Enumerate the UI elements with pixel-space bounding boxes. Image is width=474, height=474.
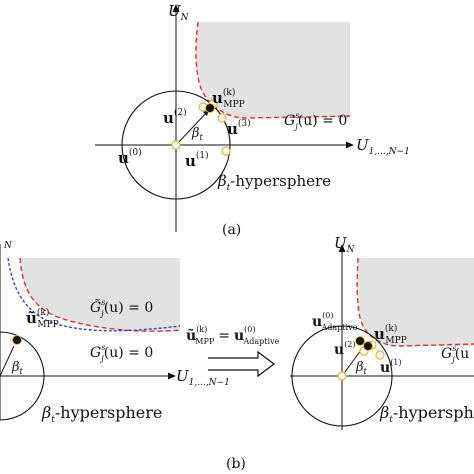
panel-b-left <box>0 244 180 421</box>
limit-state-curve-a <box>195 21 351 119</box>
beta-radius-b-left <box>0 345 15 377</box>
limit-state-curve-b-right <box>356 257 474 347</box>
x-axis-label-a: U1,...,N−1 <box>356 136 410 157</box>
label-u2-b-right: u(2) <box>334 340 356 358</box>
sample-point-u3-a <box>217 113 227 123</box>
limit-state-curve-b-left <box>19 257 180 332</box>
hypersphere-circle-b-left <box>0 331 45 421</box>
label-u0-a: u(0) <box>118 147 142 167</box>
label-hypersphere-b-right: βt-hypersph <box>379 403 474 425</box>
label-mpp-a: u(k)MPP <box>212 87 245 110</box>
failure-region-a <box>195 22 350 119</box>
hypersphere-circle-b-right <box>291 325 393 427</box>
panel-a: UN U1,...,N−1 u(0) u(1) u(2) u(3) u(k)MP… <box>95 2 410 238</box>
y-axis-label-a: UN <box>168 2 190 23</box>
sample-point-u1-a <box>221 146 231 156</box>
label-u3-a: u(3) <box>227 118 251 138</box>
label-mpp-b-right: u(k)MPP <box>374 323 407 346</box>
label-hypersphere-a: βt-hypersphere <box>217 172 331 193</box>
y-axis-arrow-a <box>172 4 180 12</box>
update-double-arrow <box>208 350 275 378</box>
hypersphere-circle-a <box>121 90 231 200</box>
x-axis-label-b-left: U1,...,N−1 <box>176 367 230 388</box>
mpp-point-b-left <box>12 335 22 345</box>
caption-b: (b) <box>226 456 246 472</box>
surrogate-curve-b-left <box>7 257 180 332</box>
panel-b-right <box>290 244 474 430</box>
adaptive-point-b-right <box>355 336 365 346</box>
label-beta-b-right: βt <box>355 360 368 376</box>
failure-region-b-left <box>20 258 180 332</box>
label-mpp-b-left: ũ(k)MPP <box>26 307 59 330</box>
y-axis-arrow-b-right <box>338 244 346 252</box>
label-hypersphere-b-left: βt-hypersphere <box>41 403 162 425</box>
label-u2-a: u(2) <box>163 107 187 127</box>
label-adaptive-b-right: u(0)Adaptive <box>312 311 358 332</box>
beta-radius-a <box>175 110 209 146</box>
label-beta-a: βt <box>191 126 204 142</box>
label-beta-b-left: βt <box>11 360 24 376</box>
caption-a: (a) <box>222 222 241 238</box>
mpp-point-a <box>205 103 215 113</box>
label-u1-b-right: u(1) <box>380 358 402 376</box>
update-rule: ũ(k)MPP=u(0)Adaptive <box>186 325 280 378</box>
y-axis-label-b-right: UN <box>334 234 356 255</box>
x-axis-arrow-a <box>346 141 354 149</box>
sample-point-u0-b-right <box>337 371 347 381</box>
sample-point-u0-a <box>171 140 181 150</box>
label-u1-a: u(1) <box>185 150 209 170</box>
failure-region-b-right <box>357 258 474 346</box>
x-axis-arrow-b-left <box>168 372 176 380</box>
y-axis-sub-b-left: N <box>3 241 13 251</box>
update-rule-equation: ũ(k)MPP=u(0)Adaptive <box>186 325 280 346</box>
sample-point-u1-b-right <box>375 350 385 360</box>
mpp-point-b-right <box>363 341 373 351</box>
